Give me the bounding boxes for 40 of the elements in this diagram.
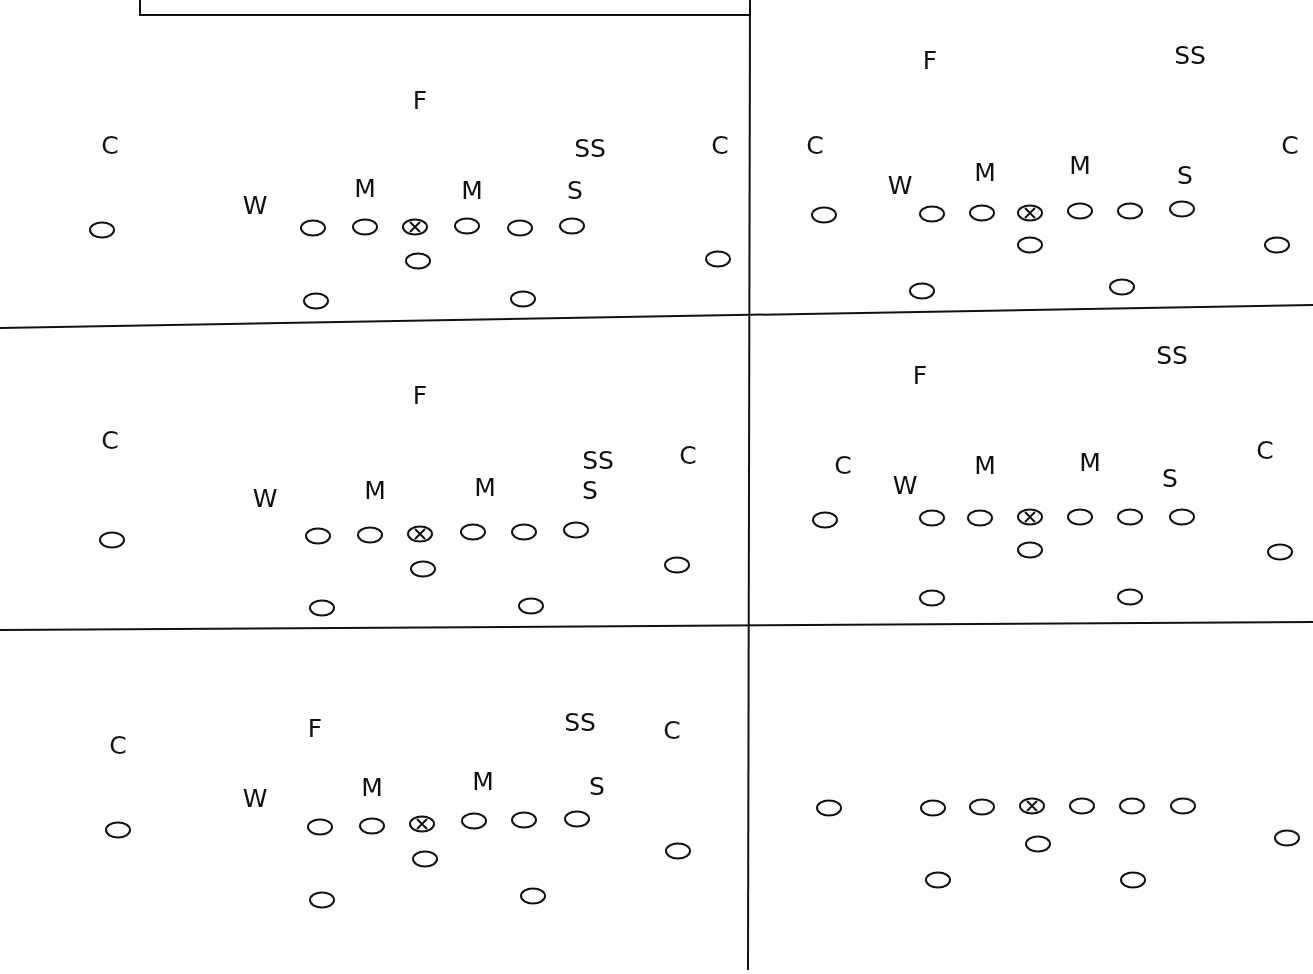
position-label: C — [101, 427, 119, 453]
position-label: C — [711, 132, 729, 158]
position-label: M — [361, 774, 383, 800]
position-label: M — [1079, 449, 1101, 475]
position-label: C — [679, 442, 697, 468]
position-label: SS — [1156, 342, 1188, 368]
position-label: F — [912, 362, 928, 388]
position-label: SS — [564, 709, 596, 735]
position-label: SS — [574, 135, 606, 161]
position-label: W — [242, 192, 268, 218]
position-label: C — [1256, 437, 1274, 463]
position-label: M — [472, 768, 494, 794]
position-label: SS — [1174, 42, 1206, 68]
position-label: M — [461, 177, 483, 203]
position-label: M — [974, 452, 996, 478]
position-label: W — [887, 172, 913, 198]
position-label: W — [892, 472, 918, 498]
position-label: C — [109, 732, 127, 758]
position-label: F — [307, 715, 323, 741]
position-label: S — [567, 177, 583, 203]
position-label: C — [101, 132, 119, 158]
position-label: S — [1162, 465, 1178, 491]
position-label: M — [474, 474, 496, 500]
position-label: F — [922, 47, 938, 73]
position-label: M — [974, 159, 996, 185]
position-label: F — [412, 87, 428, 113]
position-label: C — [806, 132, 824, 158]
position-label: M — [364, 477, 386, 503]
position-label: C — [663, 717, 681, 743]
position-label: SS — [582, 447, 614, 473]
position-label: W — [242, 785, 268, 811]
position-label: F — [412, 382, 428, 408]
position-label: S — [589, 773, 605, 799]
position-label: C — [834, 452, 852, 478]
position-label: M — [354, 175, 376, 201]
position-label: S — [1177, 162, 1193, 188]
position-label: C — [1281, 132, 1299, 158]
position-label: M — [1069, 152, 1091, 178]
position-label: S — [582, 477, 598, 503]
position-label: W — [252, 485, 278, 511]
